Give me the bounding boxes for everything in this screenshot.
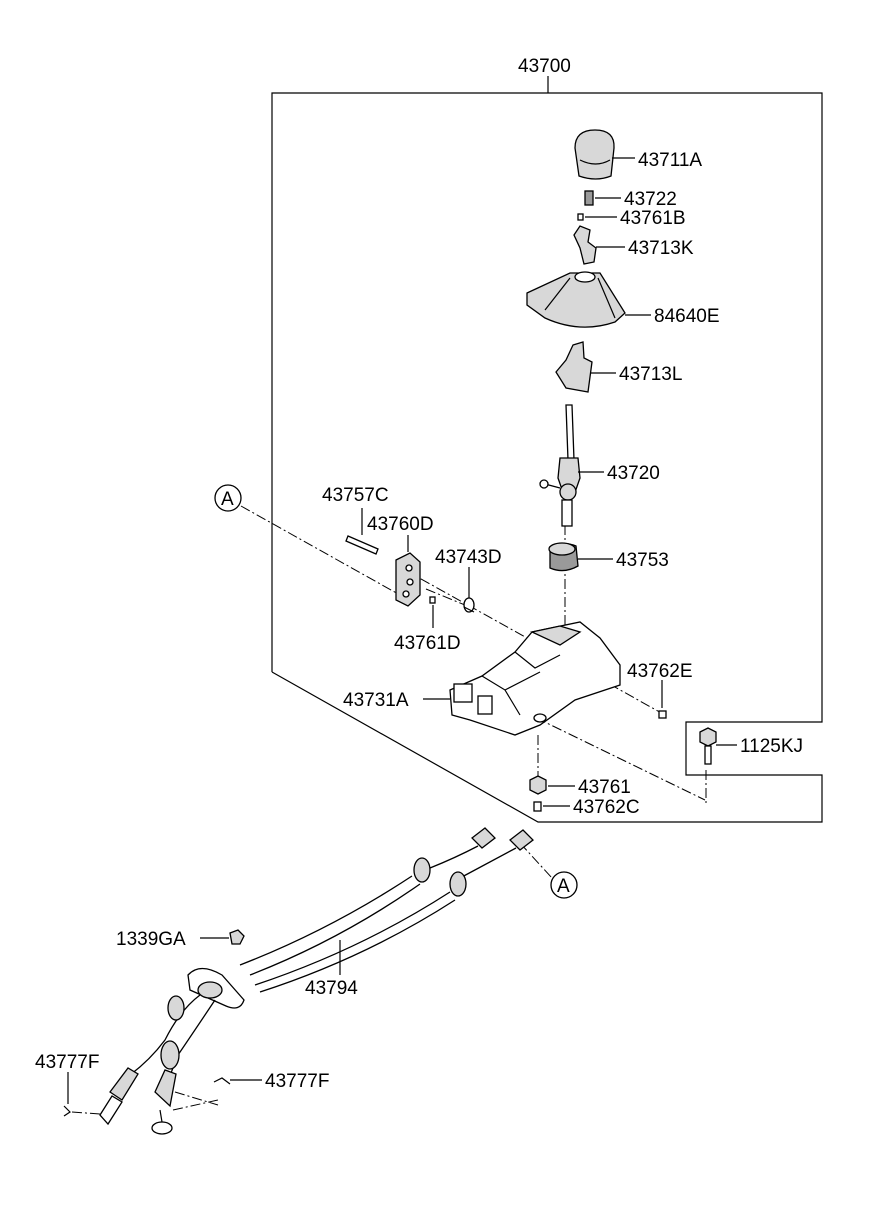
gear-lever — [539, 404, 604, 527]
label-43761: 43761 — [578, 777, 631, 798]
label-84640E: 84640E — [654, 306, 720, 327]
ref-marker-a-top: A — [214, 484, 242, 512]
label-43761B: 43761B — [620, 208, 686, 229]
svg-text:A: A — [221, 489, 234, 510]
grommet-clip — [200, 929, 245, 945]
shift-boot — [526, 271, 651, 328]
label-43713K: 43713K — [628, 238, 694, 259]
label-43711A: 43711A — [638, 150, 702, 171]
label-43743D: 43743D — [435, 547, 502, 568]
clip-c — [533, 801, 570, 812]
upper-lever — [573, 225, 625, 265]
shift-housing — [423, 621, 621, 736]
shift-cable-assembly — [99, 827, 534, 1135]
assembly-frame — [271, 76, 823, 823]
end-clip-left — [63, 1072, 101, 1117]
label-43722: 43722 — [624, 189, 677, 210]
lower-lever — [555, 341, 616, 393]
hex-bolt — [699, 727, 737, 765]
clip-e — [658, 680, 667, 719]
assembly-label: 43700 — [518, 56, 571, 77]
label-1339GA: 1339GA — [116, 929, 186, 950]
svg-text:A: A — [557, 876, 570, 897]
label-43762C: 43762C — [573, 797, 640, 818]
label-43761D: 43761D — [394, 633, 461, 654]
bushing — [548, 542, 613, 572]
nut — [529, 775, 575, 795]
spring — [584, 190, 621, 206]
shift-knob — [574, 129, 635, 180]
label-43713L: 43713L — [619, 364, 682, 385]
end-clip-right — [174, 1077, 262, 1106]
label-43760D: 43760D — [367, 514, 434, 535]
bracket-bolt — [345, 508, 379, 555]
label-43762E: 43762E — [627, 661, 693, 682]
pin-d — [429, 596, 436, 628]
label-43794: 43794 — [305, 978, 358, 999]
label-43753: 43753 — [616, 550, 669, 571]
label-1125KJ: 1125KJ — [740, 736, 803, 757]
pin-b — [577, 213, 617, 221]
label-43757C: 43757C — [322, 485, 389, 506]
ref-marker-a-bottom: A — [550, 871, 578, 899]
label-43777F-left: 43777F — [35, 1052, 99, 1073]
label-43720: 43720 — [607, 463, 660, 484]
bracket — [395, 535, 421, 607]
label-43777F-right: 43777F — [265, 1071, 329, 1092]
label-43731A: 43731A — [343, 690, 409, 711]
spring-clip — [463, 567, 475, 613]
